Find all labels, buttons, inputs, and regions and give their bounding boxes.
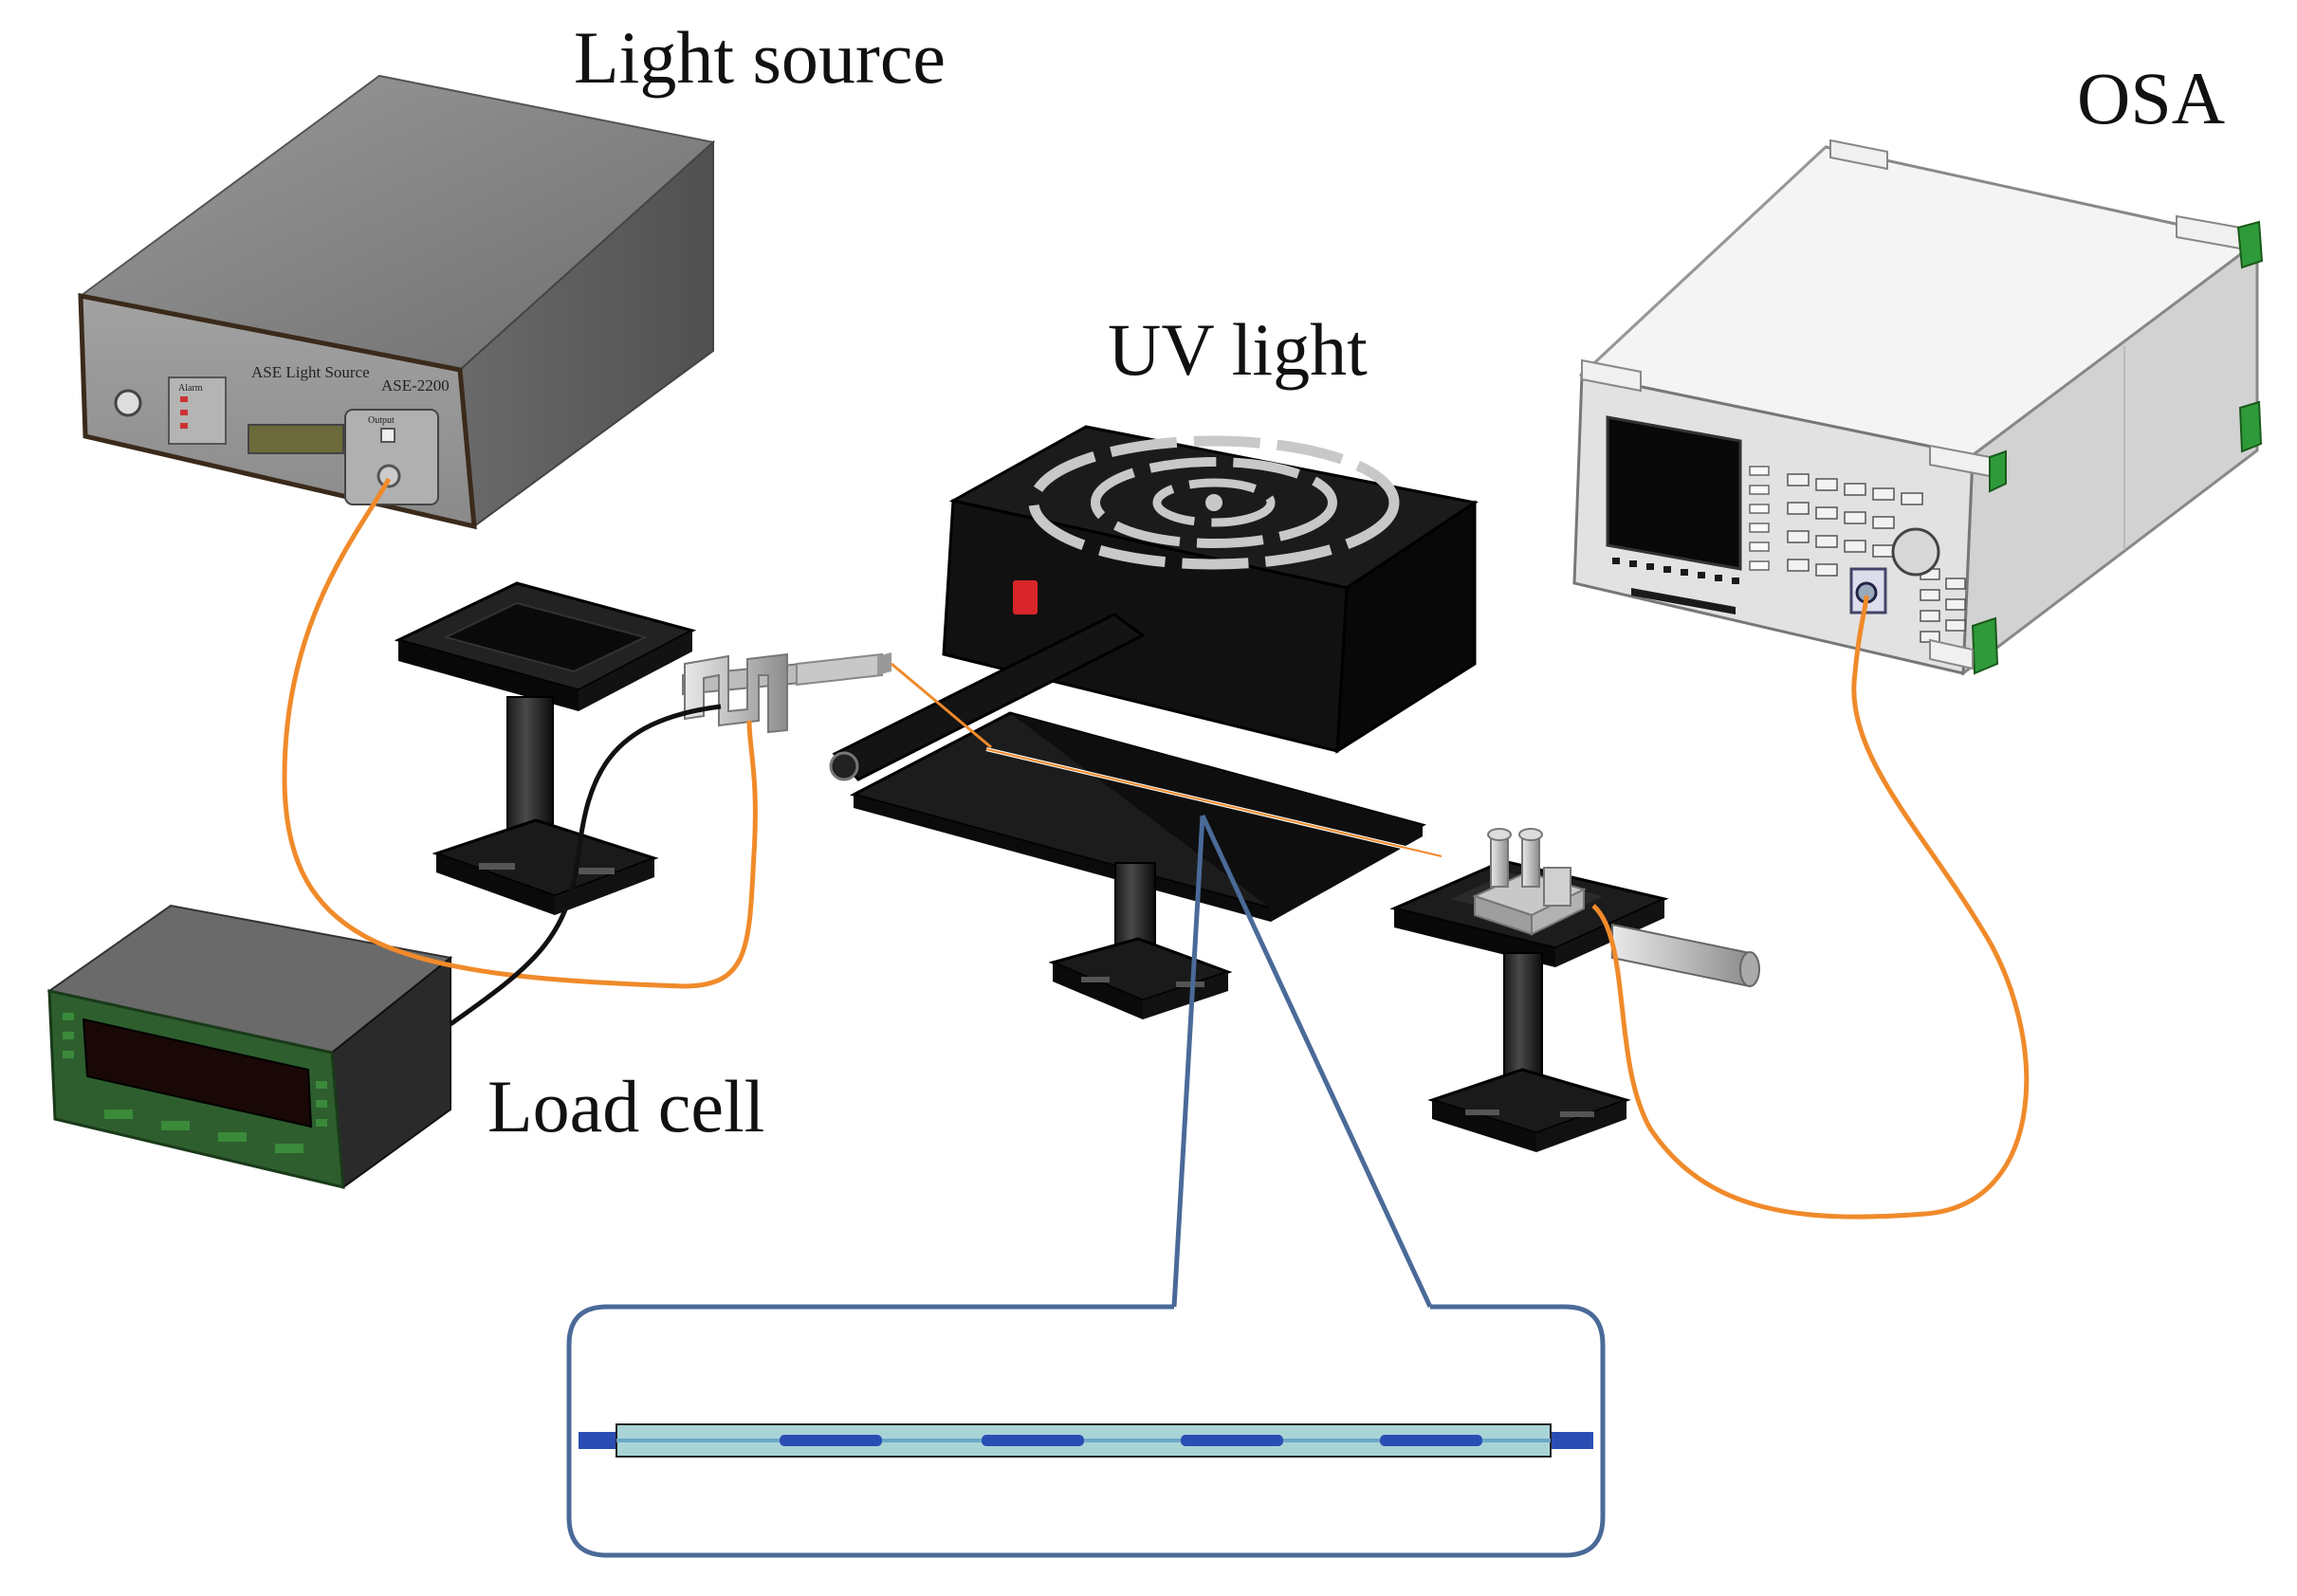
optical-spectrum-analyzer	[1572, 138, 2264, 677]
uv-light-lamp	[829, 425, 1479, 781]
vent-grille	[1028, 435, 1400, 570]
fiber-cables	[282, 477, 2030, 1220]
grating-segments	[780, 1435, 1482, 1446]
power-key-icon	[114, 389, 142, 417]
fiber-ase-to-sensor	[282, 477, 758, 989]
alarm-panel	[168, 376, 227, 445]
label-uv-light: UV light	[1108, 308, 1368, 391]
grating-zoom-callout	[566, 814, 1606, 1558]
uv-switch	[1013, 580, 1038, 615]
ase-alarm-text: Alarm	[178, 383, 203, 394]
label-osa: OSA	[2077, 57, 2226, 139]
load-cell-led-screen	[82, 1018, 313, 1128]
status-display	[248, 424, 344, 454]
s-type-load-sensor	[684, 652, 788, 734]
ase-title-text: ASE Light Source	[251, 363, 370, 381]
micrometer	[1611, 923, 1751, 988]
ase-light-source: ASE Light Source ASE-2200 Alarm Output	[78, 74, 716, 530]
load-cell-display	[46, 904, 453, 1189]
fiber-stage-to-osa	[1591, 595, 2030, 1220]
zoom-box	[566, 1304, 1606, 1558]
fiber-holder-plate	[849, 711, 1443, 1019]
ase-output-text: Output	[368, 415, 395, 426]
arm-pivot-icon	[829, 751, 859, 781]
osa-corner-blocks	[1581, 138, 2264, 675]
right-translation-stage	[1389, 828, 1760, 1152]
label-load-cell: Load cell	[487, 1065, 765, 1147]
label-light-source: Light source	[574, 16, 946, 99]
output-port-icon	[377, 464, 401, 488]
output-panel	[344, 409, 439, 505]
left-fiber-stage	[394, 581, 992, 915]
osa-knob-icon	[1891, 527, 1940, 577]
ase-model-text: ASE-2200	[381, 376, 450, 394]
load-cell-cable	[449, 704, 722, 1027]
osa-screen	[1606, 415, 1742, 571]
